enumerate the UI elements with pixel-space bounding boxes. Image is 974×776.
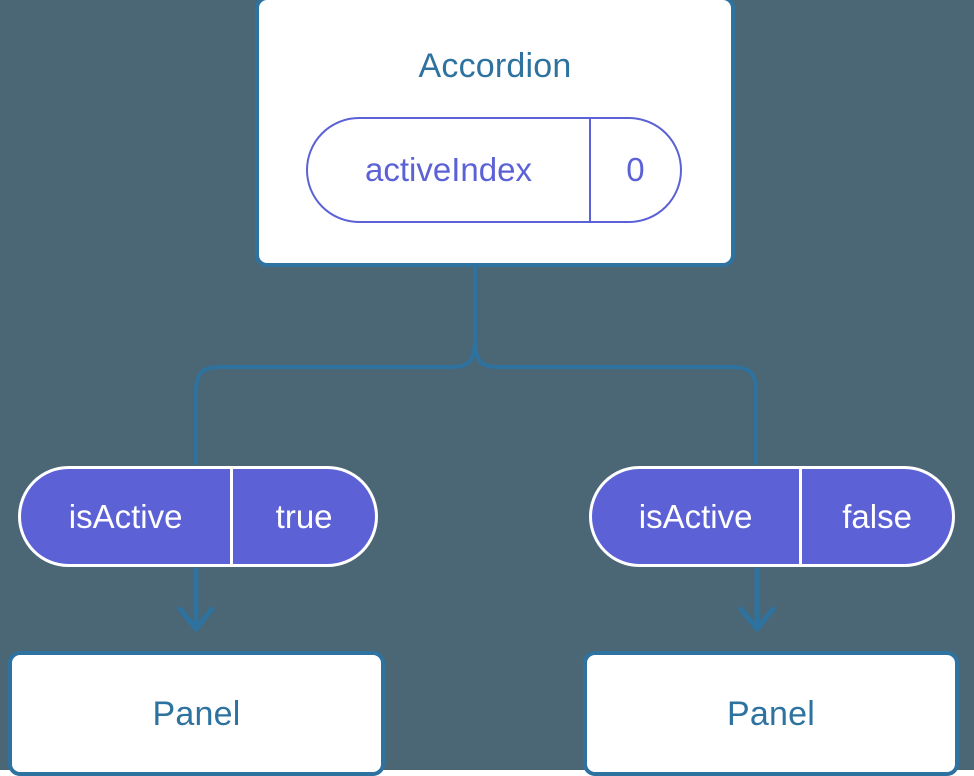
- prop-value-is-active-right: false: [842, 497, 912, 535]
- prop-value-is-active-left: true: [275, 497, 333, 535]
- prop-pill-active-index[interactable]: activeIndex 0: [306, 117, 682, 223]
- panel-component-card-left[interactable]: Panel: [8, 651, 385, 776]
- arrow-left-prop-to-panel: [177, 568, 215, 632]
- prop-pill-is-active-false[interactable]: isActive false: [589, 466, 955, 567]
- panel-component-card-right[interactable]: Panel: [583, 651, 959, 776]
- panel-card-title-left: Panel: [152, 695, 241, 733]
- connector-parent-trunk: [473, 265, 758, 465]
- connector-branch-left: [194, 336, 477, 465]
- prop-key-is-active-left: isActive: [21, 469, 234, 564]
- accordion-card-title: Accordion: [418, 47, 572, 85]
- prop-key-is-active-right: isActive: [592, 469, 803, 564]
- prop-key-active-index: activeIndex: [308, 119, 591, 221]
- panel-card-title-right: Panel: [727, 695, 815, 733]
- arrow-right-prop-to-panel: [738, 568, 776, 632]
- prop-value-active-index: 0: [626, 151, 645, 188]
- prop-pill-is-active-true[interactable]: isActive true: [18, 466, 378, 567]
